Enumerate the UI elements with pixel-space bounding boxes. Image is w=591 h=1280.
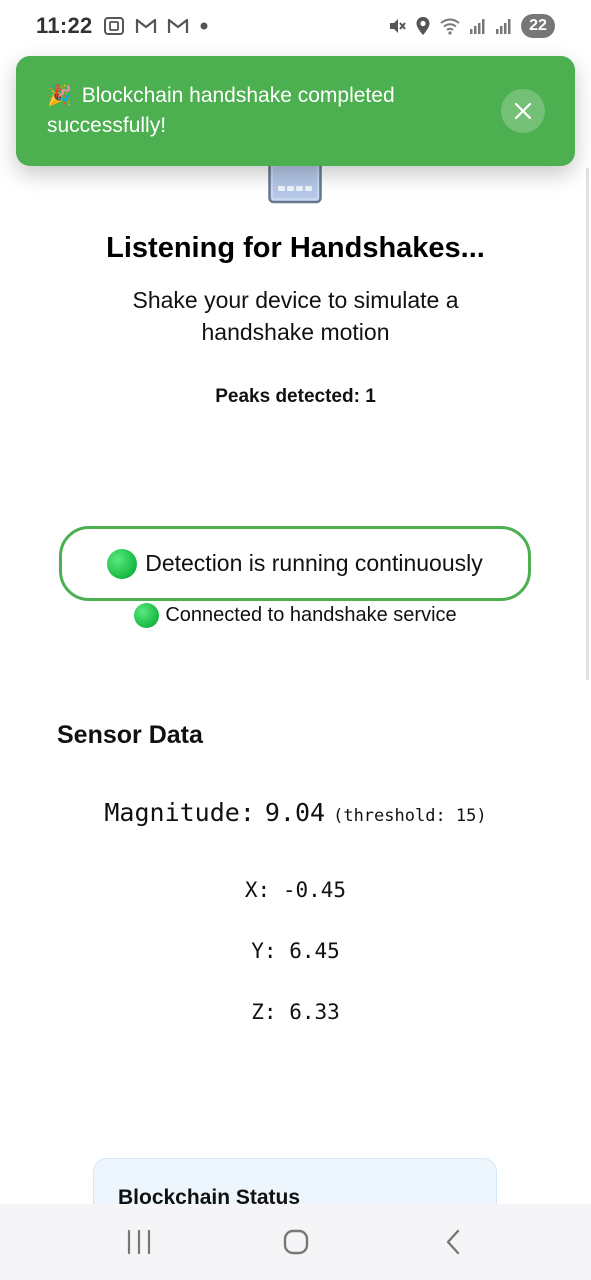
signal-icon (495, 17, 513, 35)
green-circle-icon (134, 603, 160, 628)
connection-status-text: Connected to handshake service (165, 604, 457, 626)
home-icon (283, 1229, 308, 1255)
magnitude-label: Magnitude: (104, 798, 255, 827)
toast-text: Blockchain handshake completed successfu… (47, 84, 395, 137)
dot-icon (199, 21, 209, 31)
green-circle-icon (107, 548, 138, 579)
status-bar: 11:22 (0, 0, 591, 52)
y-value: 6.45 (289, 939, 340, 963)
peaks-value: 1 (365, 386, 376, 407)
detection-status-text: Detection is running continuously (145, 550, 483, 576)
location-icon (415, 16, 431, 36)
toast-message: 🎉 Blockchain handshake completed success… (47, 81, 501, 141)
magnitude-value: 9.04 (264, 798, 326, 827)
back-icon (446, 1229, 459, 1255)
connection-status: Connected to handshake service (0, 603, 591, 628)
gmail-icon (135, 17, 157, 35)
recent-apps-button[interactable] (109, 1212, 169, 1272)
page-subtitle: Shake your device to simulate a handshak… (132, 287, 459, 345)
peaks-detected: Peaks detected: 1 (0, 386, 591, 408)
back-button[interactable] (423, 1212, 483, 1272)
screenshot-icon (103, 16, 125, 36)
blockchain-status-title: Blockchain Status (118, 1186, 301, 1209)
close-icon (514, 102, 532, 120)
battery-indicator: 22 (521, 14, 555, 38)
x-label: X: (244, 878, 271, 902)
detection-status-badge: Detection is running continuously (59, 526, 531, 601)
z-value: 6.33 (289, 1000, 340, 1024)
z-label: Z: (251, 1000, 277, 1024)
x-value: -0.45 (282, 878, 347, 902)
status-time: 11:22 (36, 13, 93, 38)
toast-close-button[interactable] (501, 89, 545, 133)
magnitude-row: Magnitude: 9.04 (threshold: 15) (0, 798, 591, 827)
mute-icon (387, 16, 407, 36)
y-label: Y: (251, 939, 277, 963)
z-axis-row: Z: 6.33 (0, 1000, 591, 1024)
signal-icon (469, 17, 487, 35)
y-axis-row: Y: 6.45 (0, 939, 591, 963)
sensor-data-heading: Sensor Data (57, 721, 203, 749)
peaks-label: Peaks detected: (215, 386, 360, 407)
threshold-text: (threshold: 15) (333, 806, 487, 826)
wifi-icon (439, 17, 461, 35)
status-left: 11:22 (36, 13, 209, 39)
recent-apps-icon (127, 1229, 150, 1255)
party-popper-icon: 🎉 (47, 85, 72, 107)
scrollbar[interactable] (586, 168, 589, 680)
home-button[interactable] (266, 1212, 326, 1272)
navigation-bar (0, 1204, 591, 1280)
gmail-icon (167, 17, 189, 35)
status-right: 22 (387, 14, 555, 38)
success-toast: 🎉 Blockchain handshake completed success… (16, 56, 575, 166)
x-axis-row: X: -0.45 (0, 878, 591, 902)
page-title: Listening for Handshakes... (106, 232, 485, 264)
